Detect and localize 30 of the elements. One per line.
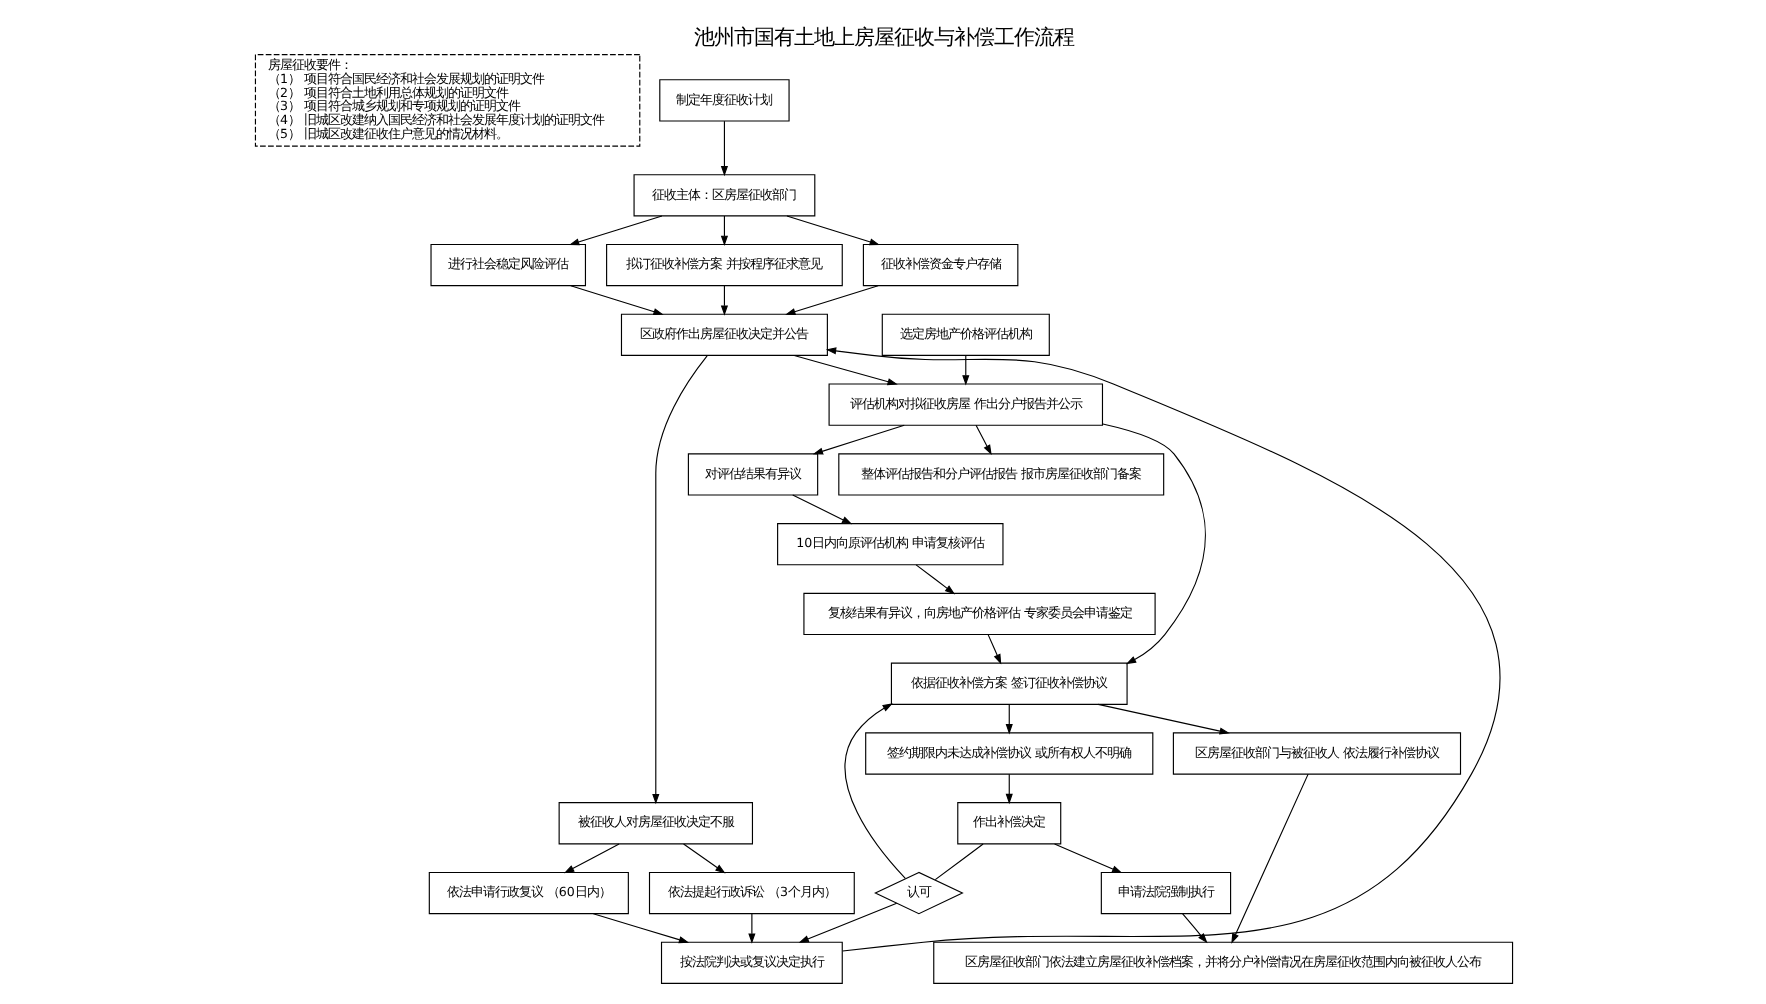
arrow (719, 284, 728, 315)
arrow (914, 563, 955, 594)
arrow (785, 214, 879, 245)
arrow (562, 842, 619, 873)
connector (933, 842, 983, 880)
arrow (1053, 842, 1122, 873)
arrow (961, 353, 969, 385)
arrow (591, 912, 689, 943)
arrow (682, 842, 725, 873)
arrow (568, 214, 662, 245)
arrow (1096, 702, 1229, 734)
arrow (747, 912, 755, 943)
arrow (1004, 702, 1012, 734)
arrow (791, 493, 852, 524)
arrow (1180, 912, 1207, 943)
arrow (1004, 772, 1012, 804)
arrow (986, 633, 1001, 664)
arrow (1101, 422, 1205, 664)
arrow (651, 354, 707, 804)
arrow (974, 423, 991, 455)
arrow (843, 702, 905, 878)
arrow (569, 284, 663, 315)
arrow (824, 346, 1500, 951)
arrow (784, 284, 878, 315)
arrow (797, 901, 897, 942)
arrow (719, 214, 728, 245)
arrow (792, 353, 897, 385)
arrow (1230, 772, 1308, 943)
diagram-title: 池州市国有土地上房屋征收与补偿工作流程 (693, 24, 1073, 49)
arrow (719, 119, 728, 176)
